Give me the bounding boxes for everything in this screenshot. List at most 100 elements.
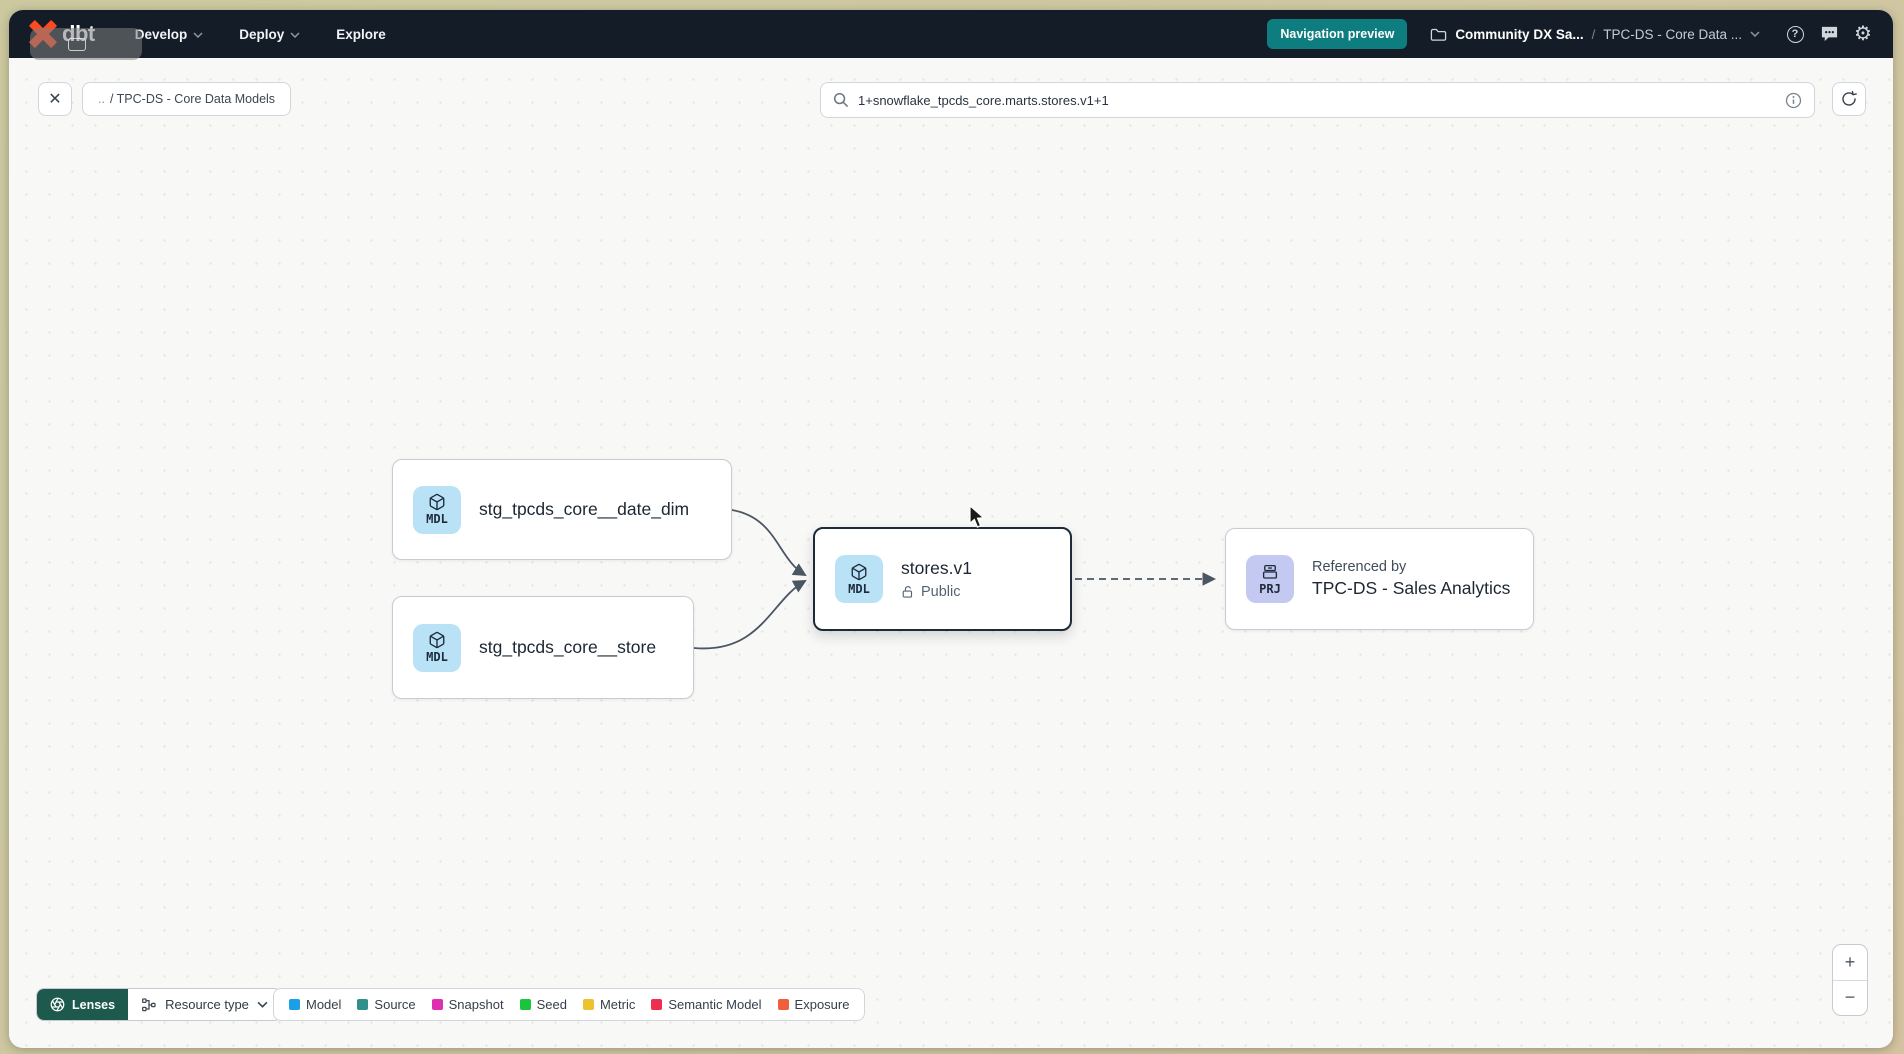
nav-item-deploy[interactable]: Deploy	[239, 27, 300, 42]
nav-item-explore[interactable]: Explore	[336, 27, 386, 42]
node-stg-tpcds-core-store[interactable]: MDL stg_tpcds_core__store	[392, 596, 694, 699]
archive-icon	[1262, 564, 1278, 579]
nav-item-label: Explore	[336, 26, 386, 42]
legend-color-swatch	[289, 999, 300, 1010]
graph-nodes-icon	[142, 997, 156, 1011]
edge-date-dim-to-stores	[731, 509, 807, 577]
feedback-icon	[1821, 26, 1837, 42]
info-icon[interactable]	[1785, 92, 1802, 109]
cube-icon	[851, 563, 867, 580]
node-pretitle: Referenced by	[1312, 559, 1407, 575]
help-icon: ?	[1786, 25, 1804, 43]
cube-icon	[429, 631, 445, 649]
path-label: / TPC-DS - Core Data Models	[109, 92, 276, 106]
nav-icons: ? ⚙	[1785, 24, 1873, 44]
path-prefix: ..	[98, 92, 105, 106]
node-title: TPC-DS - Sales Analytics	[1312, 578, 1511, 598]
close-button[interactable]: ✕	[38, 82, 72, 116]
model-badge: MDL	[413, 485, 461, 534]
edge-store-to-stores	[693, 580, 807, 650]
zoom-controls: + −	[1832, 944, 1868, 1016]
breadcrumb-project[interactable]: Community DX Sa...	[1455, 26, 1584, 42]
node-stg-tpcds-core-date-dim[interactable]: MDL stg_tpcds_core__date_dim	[392, 459, 732, 560]
badge-label: MDL	[426, 512, 448, 526]
legend-color-swatch	[519, 999, 531, 1010]
lenses-label: Lenses	[72, 997, 116, 1012]
legend-color-swatch	[582, 999, 594, 1010]
chevron-down-icon	[290, 32, 300, 38]
gear-icon: ⚙	[1854, 23, 1872, 45]
node-text: stores.v1 Public	[901, 558, 972, 600]
chevron-down-icon	[257, 1001, 268, 1008]
breadcrumb: Community DX Sa... / TPC-DS - Core Data …	[1430, 27, 1760, 42]
nav-item-label: Develop	[134, 26, 188, 42]
search-icon	[833, 92, 849, 108]
nav-item-develop[interactable]: Develop	[135, 27, 204, 42]
screen-icon	[68, 37, 86, 51]
node-title: stores.v1	[901, 558, 972, 578]
lineage-path-chip[interactable]: .. / TPC-DS - Core Data Models	[82, 82, 292, 116]
badge-label: MDL	[848, 581, 870, 596]
breadcrumb-separator: /	[1591, 26, 1596, 42]
zoom-in-button[interactable]: +	[1833, 945, 1867, 981]
legend-label: Model	[306, 997, 342, 1012]
refresh-icon	[1842, 90, 1857, 106]
nav-menu: Develop Deploy Explore	[135, 27, 386, 42]
project-badge: PRJ	[1246, 555, 1294, 603]
navigation-preview-badge[interactable]: Navigation preview	[1267, 19, 1408, 49]
node-stores-v1[interactable]: MDL stores.v1 Public	[813, 527, 1072, 631]
nav-right: Navigation preview Community DX Sa... / …	[1267, 19, 1873, 49]
refresh-button[interactable]	[1832, 82, 1866, 116]
screen-share-indicator	[30, 28, 142, 60]
legend-label: Semantic Model	[668, 997, 762, 1012]
legend-item: Metric	[582, 997, 636, 1012]
lineage-search-bar	[820, 82, 1815, 118]
legend-color-swatch	[357, 999, 369, 1010]
node-referenced-by-sales-analytics[interactable]: PRJ Referenced by TPC-DS - Sales Analyti…	[1225, 528, 1534, 630]
node-title: stg_tpcds_core__store	[479, 637, 657, 657]
legend-color-swatch	[777, 999, 789, 1010]
lenses-control: Lenses Resource type	[36, 988, 282, 1021]
legend-color-swatch	[651, 999, 663, 1010]
settings-button[interactable]: ⚙	[1853, 24, 1873, 44]
model-badge: MDL	[835, 555, 883, 603]
aperture-icon	[50, 997, 65, 1012]
breadcrumb-section[interactable]: TPC-DS - Core Data ...	[1603, 26, 1742, 42]
legend-label: Seed	[536, 997, 567, 1012]
feedback-button[interactable]	[1819, 24, 1839, 44]
legend-label: Source	[374, 997, 416, 1012]
mouse-cursor	[969, 505, 986, 528]
legend-label: Snapshot	[448, 997, 504, 1012]
legend-item: Seed	[519, 997, 567, 1012]
badge-label: PRJ	[1259, 581, 1281, 596]
model-badge: MDL	[413, 623, 461, 672]
folder-icon	[1431, 28, 1447, 41]
lenses-button[interactable]: Lenses	[37, 989, 129, 1020]
help-button[interactable]: ?	[1785, 24, 1805, 44]
badge-label: MDL	[426, 650, 448, 664]
cube-icon	[429, 493, 445, 511]
legend-label: Metric	[599, 997, 636, 1012]
legend-item: Exposure	[777, 997, 850, 1012]
node-text: Referenced by TPC-DS - Sales Analytics	[1312, 559, 1510, 599]
chevron-down-icon	[193, 32, 203, 38]
access-label: Public	[921, 584, 961, 600]
selector-input[interactable]	[858, 92, 1776, 108]
node-title: stg_tpcds_core__date_dim	[479, 499, 690, 519]
top-navbar: dbt Develop Deploy Explore Navigation pr…	[9, 10, 1893, 58]
nav-item-label: Deploy	[239, 26, 285, 42]
app-window: dbt Develop Deploy Explore Navigation pr…	[9, 10, 1893, 1048]
legend-item: Semantic Model	[651, 997, 762, 1012]
resource-type-label: Resource type	[165, 997, 249, 1012]
lineage-canvas[interactable]: ✕ .. / TPC-DS - Core Data Models	[9, 58, 1893, 1048]
node-access-row: Public	[901, 584, 972, 600]
chevron-down-icon[interactable]	[1750, 31, 1760, 37]
unlock-icon	[902, 586, 913, 598]
zoom-out-button[interactable]: −	[1844, 987, 1856, 1008]
legend-item: Source	[357, 997, 416, 1012]
legend-item: Model	[289, 997, 341, 1012]
legend: Model Source Snapshot Seed Metric Semantic Mo…	[273, 988, 866, 1021]
legend-color-swatch	[431, 999, 443, 1010]
legend-label: Exposure	[794, 997, 850, 1012]
resource-type-dropdown[interactable]: Resource type	[128, 989, 281, 1020]
